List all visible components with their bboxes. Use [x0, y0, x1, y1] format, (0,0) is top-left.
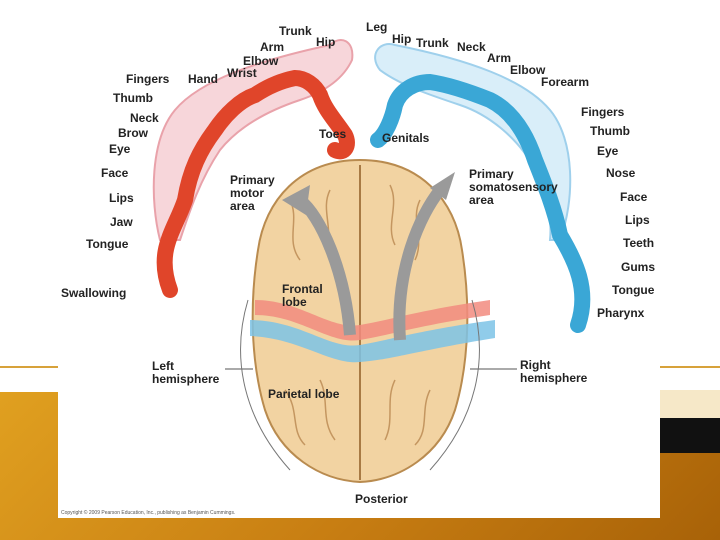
sensory-label-leg: Leg: [366, 21, 387, 34]
sensory-label-pharynx: Pharynx: [597, 307, 644, 320]
primary-somatosensory-area-label: Primary somatosensory area: [469, 168, 558, 207]
sensory-label-fingers: Fingers: [581, 106, 624, 119]
left-hemisphere-label: Left hemisphere: [152, 360, 219, 386]
sensory-label-neck: Neck: [457, 41, 486, 54]
motor-label-hand: Hand: [188, 73, 218, 86]
sensory-label-tongue: Tongue: [612, 284, 654, 297]
copyright-text: Copyright © 2009 Pearson Education, Inc.…: [61, 507, 235, 520]
posterior-label: Posterior: [355, 493, 408, 506]
motor-label-hip: Hip: [316, 36, 335, 49]
motor-label-tongue: Tongue: [86, 238, 128, 251]
motor-label-face: Face: [101, 167, 128, 180]
sensory-label-gums: Gums: [621, 261, 655, 274]
primary-motor-area-label: Primary motor area: [230, 174, 275, 213]
parietal-lobe-label: Parietal lobe: [268, 388, 339, 401]
motor-label-lips: Lips: [109, 192, 134, 205]
sensory-label-face: Face: [620, 191, 647, 204]
motor-label-jaw: Jaw: [110, 216, 133, 229]
motor-label-trunk: Trunk: [279, 25, 312, 38]
right-hemisphere-label: Right hemisphere: [520, 359, 587, 385]
sensory-label-genitals: Genitals: [382, 132, 429, 145]
sensory-label-forearm: Forearm: [541, 76, 589, 89]
sensory-label-lips: Lips: [625, 214, 650, 227]
sensory-label-thumb: Thumb: [590, 125, 630, 138]
motor-label-thumb: Thumb: [113, 92, 153, 105]
sensory-label-trunk: Trunk: [416, 37, 449, 50]
sensory-label-eye: Eye: [597, 145, 618, 158]
motor-label-fingers: Fingers: [126, 73, 169, 86]
sensory-label-teeth: Teeth: [623, 237, 654, 250]
motor-label-swallowing: Swallowing: [61, 287, 126, 300]
motor-label-neck: Neck: [130, 112, 159, 125]
motor-label-eye: Eye: [109, 143, 130, 156]
frontal-lobe-label: Frontal lobe: [282, 283, 323, 309]
motor-label-arm: Arm: [260, 41, 284, 54]
motor-label-toes: Toes: [319, 128, 346, 141]
sensory-label-hip: Hip: [392, 33, 411, 46]
sensory-label-nose: Nose: [606, 167, 635, 180]
motor-label-wrist: Wrist: [227, 67, 257, 80]
motor-label-brow: Brow: [118, 127, 148, 140]
sensory-label-arm: Arm: [487, 52, 511, 65]
